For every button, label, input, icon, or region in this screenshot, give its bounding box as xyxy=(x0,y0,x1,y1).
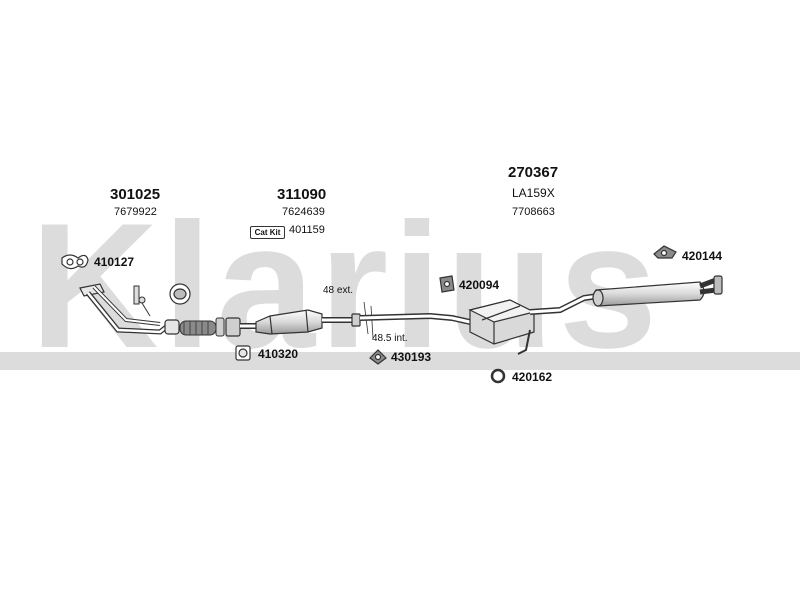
mounting-430193-icon[interactable] xyxy=(369,349,387,365)
group-ref-la159x: LA159X xyxy=(512,186,555,200)
cat-kit-part: 401159 xyxy=(289,224,325,236)
rear-pipe[interactable] xyxy=(529,293,599,315)
group-label-311090: 311090 xyxy=(277,186,327,203)
part-label-420144: 420144 xyxy=(682,249,723,263)
intermediate-pipe[interactable] xyxy=(359,312,471,325)
dimension-int: 48.5 int. xyxy=(372,333,408,344)
watermark-band xyxy=(0,352,800,370)
part-label-430193: 430193 xyxy=(391,350,432,364)
flange-gasket-icon[interactable] xyxy=(169,283,191,305)
flexible-joint[interactable] xyxy=(179,317,225,337)
group-oe-7708663: 7708663 xyxy=(512,206,555,218)
part-label-420094: 420094 xyxy=(459,278,500,292)
lambda-sensor[interactable] xyxy=(133,285,151,317)
group-oe-7679922: 7679922 xyxy=(114,206,157,218)
front-downpipe[interactable] xyxy=(79,283,180,335)
part-label-410127: 410127 xyxy=(94,255,135,269)
group-label-270367: 270367 xyxy=(508,164,559,181)
catalytic-converter[interactable] xyxy=(225,309,361,337)
cat-kit-badge: Cat Kit xyxy=(250,226,285,239)
part-label-420162: 420162 xyxy=(512,370,553,384)
gasket-410320-icon[interactable] xyxy=(235,345,251,361)
dimension-ext: 48 ext. xyxy=(323,285,354,296)
ring-420162-icon[interactable] xyxy=(490,368,506,384)
group-oe-7624639: 7624639 xyxy=(282,206,325,218)
part-label-410320: 410320 xyxy=(258,347,299,361)
centre-silencer[interactable] xyxy=(468,299,536,355)
mounting-420144-icon[interactable] xyxy=(653,245,677,259)
gasket-410127-icon[interactable] xyxy=(61,254,89,270)
group-label-301025: 301025 xyxy=(110,186,161,203)
rear-silencer[interactable] xyxy=(592,275,723,307)
mounting-420094-icon[interactable] xyxy=(439,275,455,293)
